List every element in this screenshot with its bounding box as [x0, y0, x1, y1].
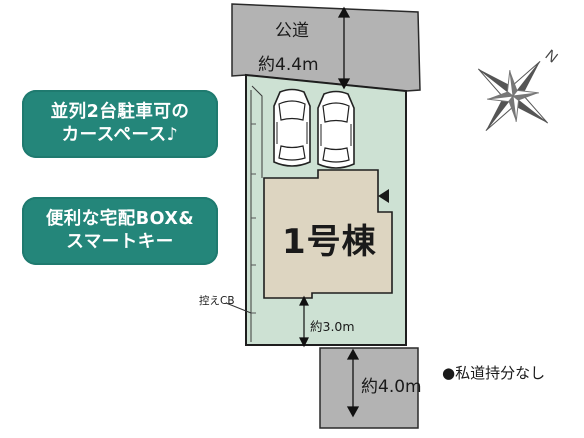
private-road-width-label: 約4.0m [361, 377, 422, 397]
car-right [317, 90, 355, 169]
wall-ticks [251, 123, 256, 314]
parking-callout: 並列2台駐車可の カースペース♪ [22, 90, 218, 158]
delivery-callout-line1: 便利な宅配BOX& [45, 209, 195, 229]
parking-callout-line1: 並列2台駐車可の [50, 102, 190, 122]
setback-dimension [299, 295, 309, 348]
compass-rose-icon [477, 60, 549, 132]
public-road-label: 公道 [275, 21, 309, 41]
car-left [273, 88, 311, 167]
entrance-curb [251, 85, 263, 178]
public-road-width-label: 約4.4m [258, 55, 319, 75]
setback-label: 約3.0m [310, 319, 355, 334]
entrance-marker [378, 189, 389, 203]
private-road-note: ●私道持分なし [442, 364, 546, 382]
building-footprint [263, 169, 393, 299]
delivery-callout: 便利な宅配BOX& スマートキー [22, 197, 218, 265]
road-width-dimension [337, 6, 351, 90]
compass-north-label: N [542, 46, 561, 66]
cb-label: 控えCB [199, 295, 235, 307]
private-road-dimension [346, 348, 360, 418]
building-label: 1号棟 [282, 222, 377, 262]
private-road [319, 347, 419, 429]
delivery-callout-line2: スマートキー [66, 232, 174, 252]
cb-leader-line [225, 302, 252, 314]
parking-callout-line2: カースペース♪ [61, 125, 179, 145]
